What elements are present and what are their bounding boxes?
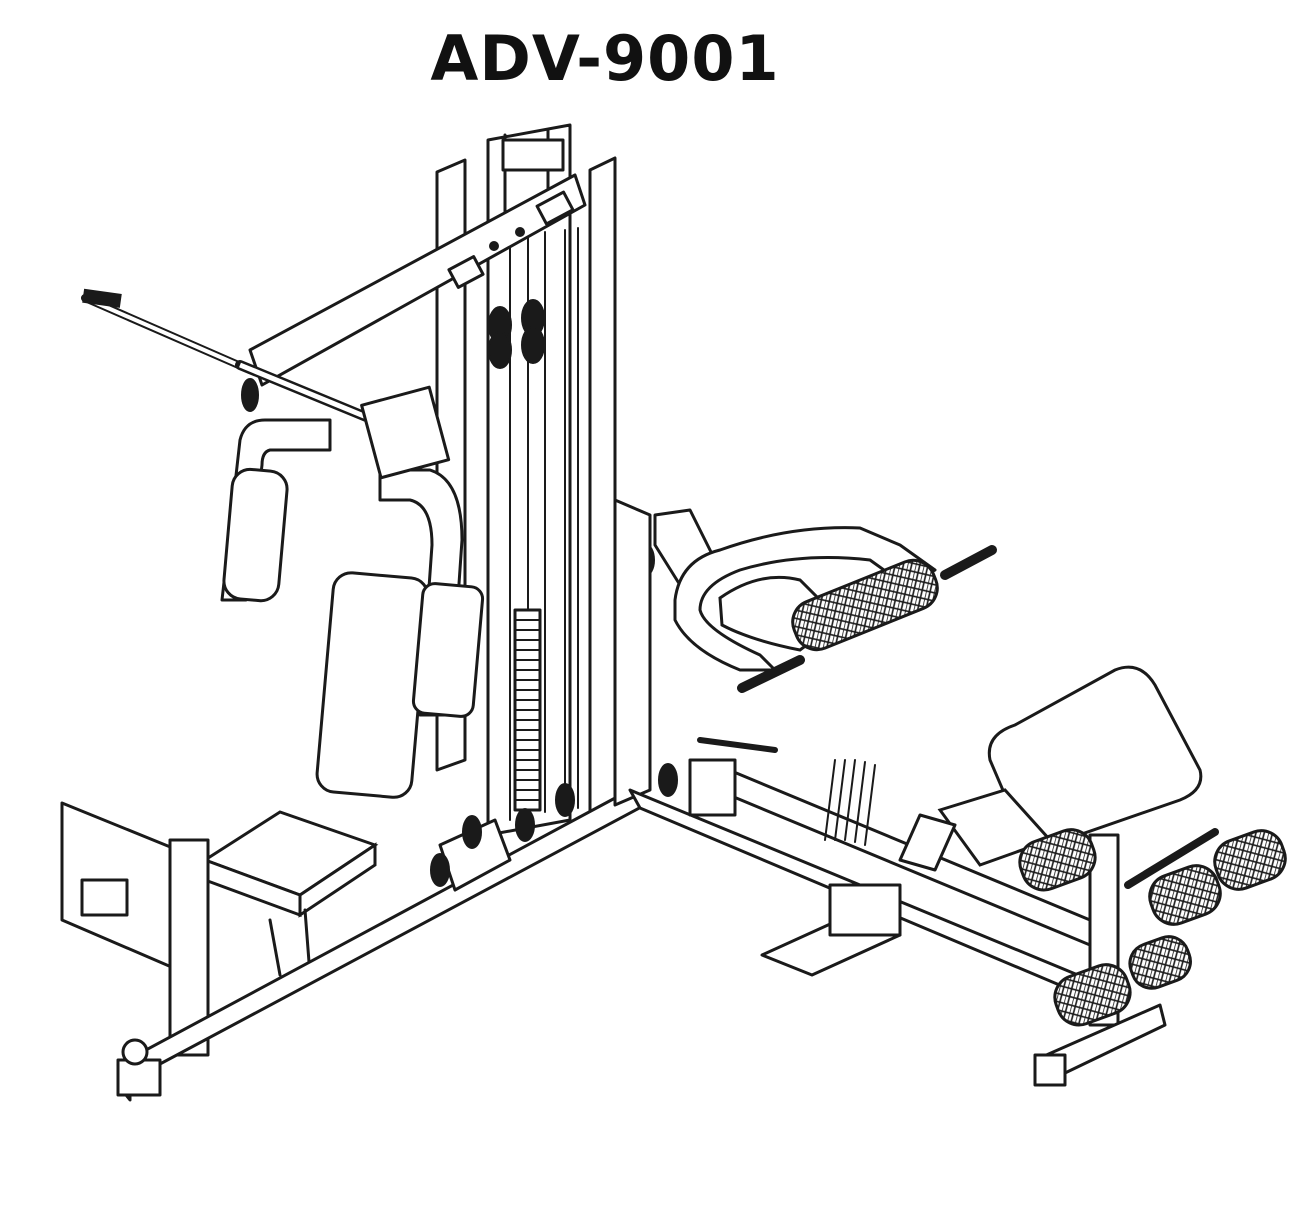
preacher-curl-pad xyxy=(898,665,1203,872)
foot-plate xyxy=(60,801,210,1057)
lower-pulleys xyxy=(430,543,678,892)
back-pad xyxy=(315,571,485,799)
foam-rollers xyxy=(1018,828,1287,1027)
diagram-title: ADV-9001 xyxy=(430,22,780,95)
weight-stack xyxy=(513,608,542,812)
leg-extension-arm xyxy=(653,508,997,693)
upper-pulleys xyxy=(241,299,545,412)
base-frame-side xyxy=(613,498,1097,1002)
